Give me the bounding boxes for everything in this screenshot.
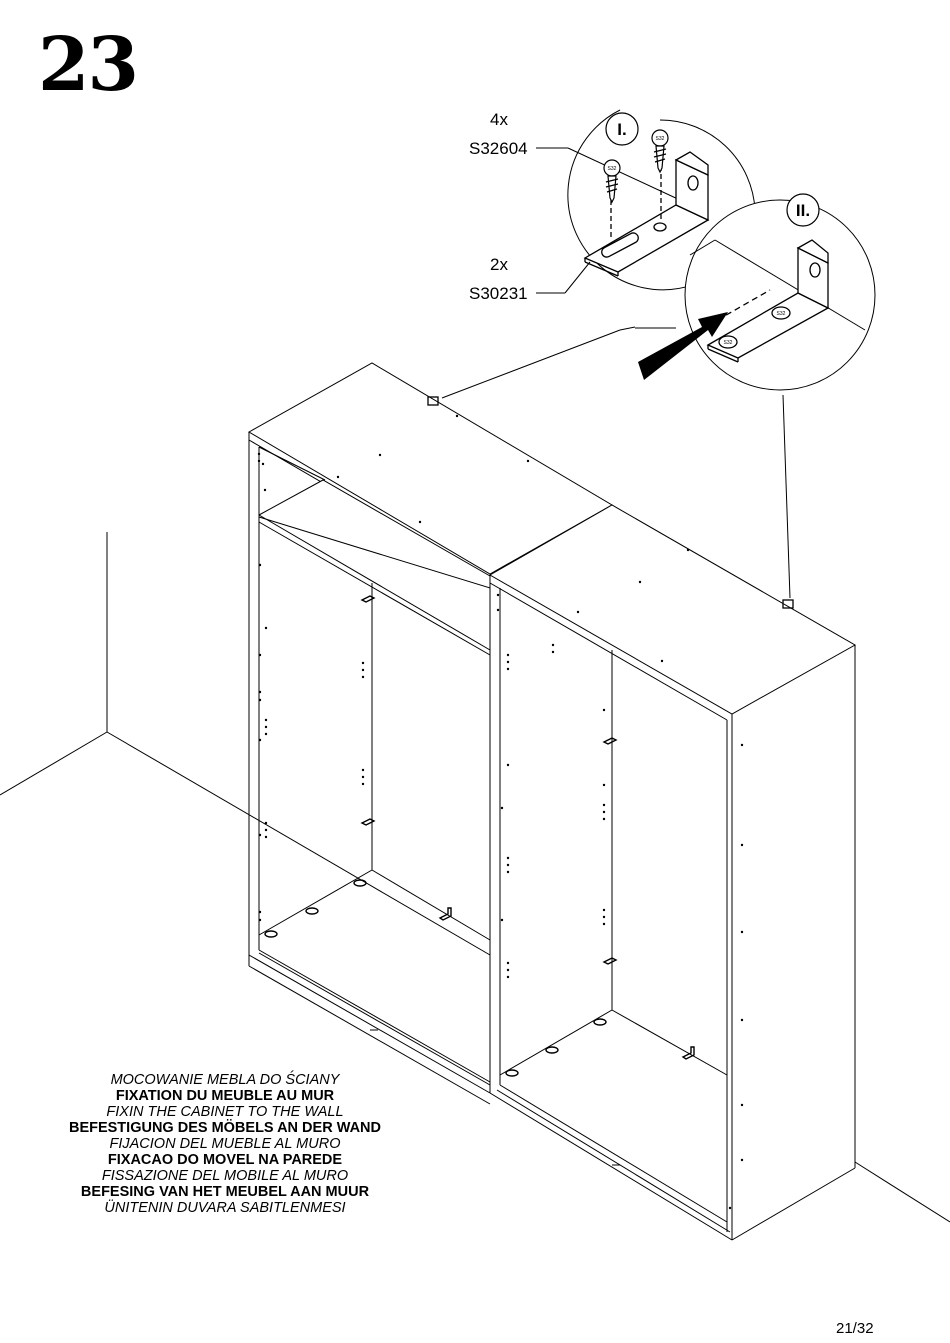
screw-markings: S32 S32 S32 S32 xyxy=(608,136,786,346)
caption-line-fr: FIXATION DU MEUBLE AU MUR xyxy=(115,1088,335,1104)
room-wall-lines xyxy=(0,532,950,1223)
caption-line-de: BEFESTIGUNG DES MÖBELS AN DER WAND xyxy=(68,1120,382,1136)
screw-marking-2: S32 xyxy=(656,136,665,142)
detail-1-screws xyxy=(603,129,669,204)
right-cabinet xyxy=(488,504,857,1241)
screw-marking-3: S32 xyxy=(724,340,733,346)
step-number: 23 xyxy=(38,22,139,108)
detail-2-bracket xyxy=(699,239,830,363)
detail-step-badge-2: II. xyxy=(786,193,820,227)
detail-1-bracket xyxy=(583,151,710,277)
screw-marking-4: S32 xyxy=(777,311,786,317)
page-number: 21/32 xyxy=(836,1320,874,1337)
part-code-1: S32604 xyxy=(469,139,528,158)
caption-multilingual: MOCOWANIE MEBLA DO ŚCIANY FIXATION DU ME… xyxy=(40,1072,410,1216)
caption-line-nl: BEFESING VAN HET MEUBEL AAN MUUR xyxy=(80,1184,370,1200)
caption-line-tr: ÜNITENIN DUVARA SABITLENMESI xyxy=(104,1200,346,1216)
caption-line-en: FIXIN THE CABINET TO THE WALL xyxy=(106,1104,344,1120)
detail-step-label-2: II. xyxy=(796,201,810,220)
caption-line-it: FISSAZIONE DEL MOBILE AL MURO xyxy=(101,1168,349,1184)
part-qty-2: 2x xyxy=(490,255,508,274)
insert-arrow xyxy=(635,312,728,380)
detail-circle-2 xyxy=(684,199,876,391)
left-cabinet xyxy=(247,362,613,1105)
caption-line-es: FIJACION DEL MUEBLE AL MURO xyxy=(109,1136,341,1152)
part-qty-1: 4x xyxy=(490,110,508,129)
part-code-2: S30231 xyxy=(469,284,528,303)
caption-line-pt: FIXACAO DO MOVEL NA PAREDE xyxy=(107,1152,343,1168)
detail-2-wall xyxy=(689,239,866,331)
shelf-pins xyxy=(264,595,695,1077)
drill-holes xyxy=(257,414,744,1210)
screw-marking-1: S32 xyxy=(608,166,617,172)
top-brackets xyxy=(427,396,794,609)
detail-step-badge-1: I. xyxy=(605,112,639,146)
detail-step-label-1: I. xyxy=(617,120,626,139)
caption-line-pl: MOCOWANIE MEBLA DO ŚCIANY xyxy=(110,1072,340,1088)
